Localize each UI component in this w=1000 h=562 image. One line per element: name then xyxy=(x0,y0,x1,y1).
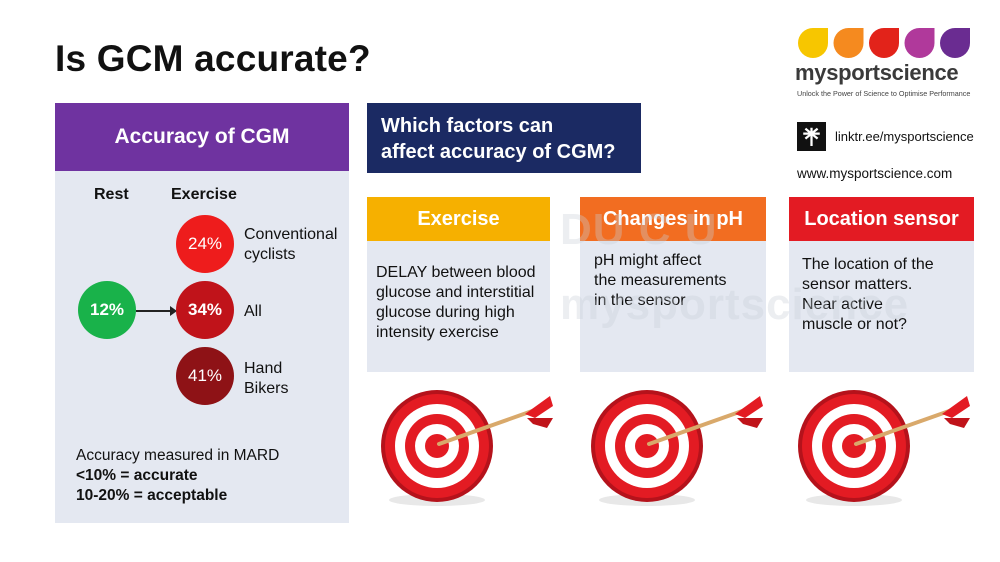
note-line: 10-20% = acceptable xyxy=(76,487,228,504)
note-line: <10% = accurate xyxy=(76,467,198,484)
factor-text-line: The location of the xyxy=(802,256,934,273)
group-label-line: All xyxy=(244,303,262,320)
factor-text-line: intensity exercise xyxy=(376,324,499,341)
factor-card-title: Location sensor xyxy=(789,197,974,241)
factor-text-line: glucose during high xyxy=(376,304,515,321)
factor-card-ph: Changes in pH pH might affect the measur… xyxy=(580,197,766,372)
website-link[interactable]: www.mysportscience.com xyxy=(797,166,953,181)
factor-card-title: Changes in pH xyxy=(580,197,766,241)
watermark: DU C U xyxy=(560,205,718,254)
mard-note: Accuracy measured in MARD <10% = accurat… xyxy=(76,446,279,506)
factor-text-line: pH might affect xyxy=(594,252,702,269)
accuracy-panel-header: Accuracy of CGM xyxy=(55,103,349,171)
brand-drop xyxy=(869,28,899,58)
group-value-circle: 34% xyxy=(176,281,234,339)
arrow-line xyxy=(136,310,174,312)
factor-text-line: in the sensor xyxy=(594,292,686,309)
group-label: Hand Bikers xyxy=(244,359,288,399)
factor-card-title: Exercise xyxy=(367,197,550,241)
brand-name: mysportscience xyxy=(795,60,959,85)
factor-text-line: sensor matters. xyxy=(802,276,913,293)
watermark: mysportscience xyxy=(560,280,910,329)
brand-drops-logo xyxy=(798,28,970,58)
factor-text-line: DELAY between blood xyxy=(376,264,536,281)
brand-drop xyxy=(833,28,864,58)
group-label-line: cyclists xyxy=(244,246,296,263)
group-value-circle: 24% xyxy=(176,215,234,273)
target-icon xyxy=(381,390,553,506)
arrow-head-icon xyxy=(170,306,177,316)
page-title: Is GCM accurate? xyxy=(55,38,371,79)
group-value-circle: 41% xyxy=(176,347,234,405)
brand-drop xyxy=(798,28,828,58)
brand-drop xyxy=(940,28,970,58)
factor-card-location: Location sensor The location of the sens… xyxy=(789,197,974,372)
brand-tagline: Unlock the Power of Science to Optimise … xyxy=(797,89,971,98)
factor-card-text: pH might affect the measurements in the … xyxy=(594,251,727,311)
group-label-line: Hand xyxy=(244,360,283,377)
question-line: Which factors can xyxy=(381,115,554,137)
group-label-line: Bikers xyxy=(244,380,289,397)
group-label-line: Conventional xyxy=(244,226,338,243)
factor-text-line: the measurements xyxy=(594,272,727,289)
factor-text-line: muscle or not? xyxy=(802,316,907,333)
linktree-link[interactable]: linktr.ee/mysportscience xyxy=(835,129,974,144)
group-label: All xyxy=(244,302,262,322)
group-label: Conventional cyclists xyxy=(244,225,337,265)
rest-value-circle: 12% xyxy=(78,281,136,339)
brand-drop xyxy=(904,28,935,58)
question-box: Which factors can affect accuracy of CGM… xyxy=(367,103,641,173)
factor-card-text: The location of the sensor matters. Near… xyxy=(802,255,934,335)
target-icon xyxy=(591,390,763,506)
question-line: affect accuracy of CGM? xyxy=(381,141,616,163)
exercise-column-label: Exercise xyxy=(171,186,237,203)
factor-card-text: DELAY between blood glucose and intersti… xyxy=(376,263,536,343)
note-line: Accuracy measured in MARD xyxy=(76,447,280,464)
rest-column-label: Rest xyxy=(94,186,129,203)
target-icon xyxy=(798,390,970,506)
linktree-icon xyxy=(797,122,826,151)
factor-card-exercise: Exercise DELAY between blood glucose and… xyxy=(367,197,550,372)
factor-text-line: Near active xyxy=(802,296,883,313)
factor-text-line: glucose and interstitial xyxy=(376,284,535,301)
